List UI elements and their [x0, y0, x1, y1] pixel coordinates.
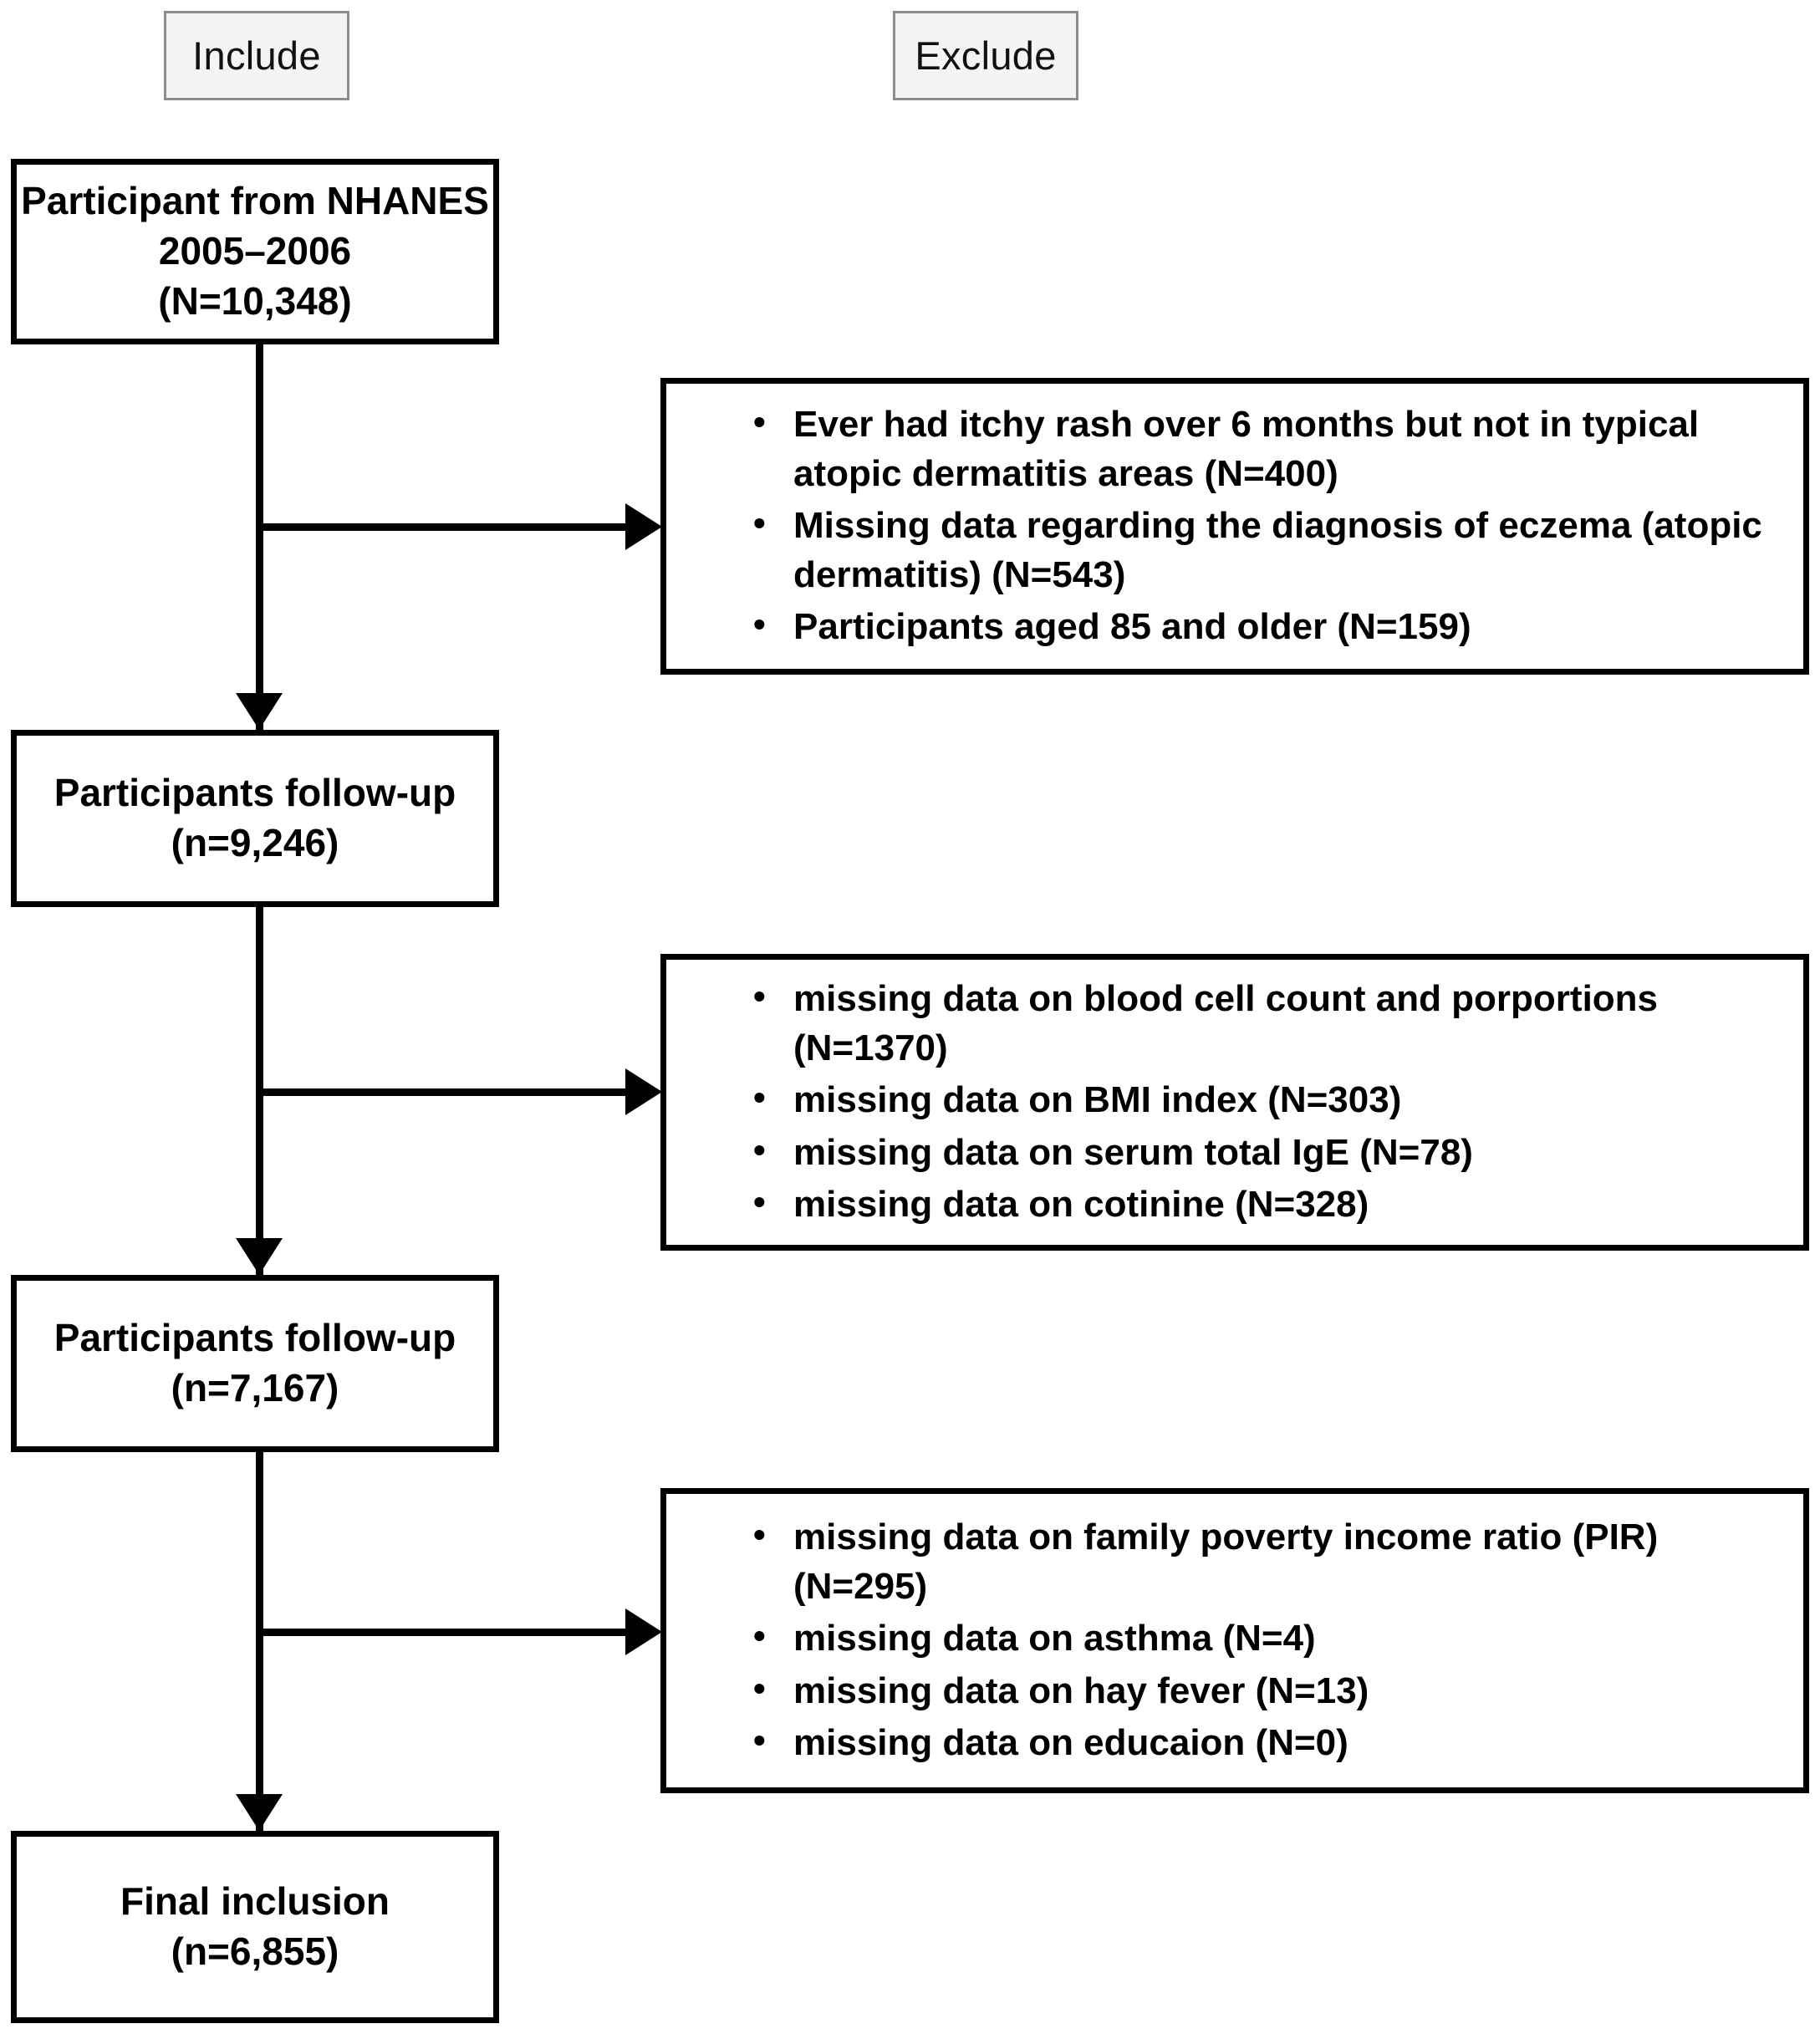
exclusion-item: Participants aged 85 and older (N=159) — [750, 601, 1775, 652]
exclusion-box-1: Ever had itchy rash over 6 months but no… — [660, 378, 1809, 675]
exclusion-list-1: Ever had itchy rash over 6 months but no… — [666, 399, 1803, 652]
flow-box-follow-up-1: Participants follow-up (n=9,246) — [11, 730, 499, 907]
connector-vertical-1 — [256, 344, 263, 733]
exclusion-item: missing data on serum total IgE (N=78) — [750, 1127, 1775, 1178]
connector-horizontal-2 — [256, 1088, 634, 1096]
legend-exclude-label: Exclude — [915, 33, 1057, 78]
legend-include-label: Include — [192, 33, 321, 78]
exclusion-list-3: missing data on family poverty income ra… — [666, 1511, 1803, 1768]
exclusion-item: missing data on blood cell count and por… — [750, 973, 1775, 1073]
flow-box-final-inclusion: Final inclusion (n=6,855) — [11, 1831, 499, 2023]
flow-box-follow-up-2-line-2: (n=7,167) — [171, 1366, 339, 1410]
exclusion-item: missing data on educaion (N=0) — [750, 1717, 1775, 1768]
exclusion-item: missing data on cotinine (N=328) — [750, 1179, 1775, 1230]
flow-box-final-inclusion-line-2: (n=6,855) — [171, 1929, 339, 1973]
flow-box-final-inclusion-line-1: Final inclusion — [120, 1879, 390, 1924]
flow-box-source: Participant from NHANES 2005–2006 (N=10,… — [11, 159, 499, 344]
exclusion-item: missing data on family poverty income ra… — [750, 1511, 1775, 1611]
arrow-down-icon-3 — [236, 1794, 283, 1831]
flow-box-follow-up-1-line-1: Participants follow-up — [54, 771, 456, 815]
connector-vertical-3 — [256, 1452, 263, 1834]
exclusion-item: Missing data regarding the diagnosis of … — [750, 500, 1775, 599]
connector-horizontal-3 — [256, 1629, 634, 1636]
arrow-right-icon-1 — [625, 503, 662, 550]
flow-box-follow-up-1-line-2: (n=9,246) — [171, 821, 339, 864]
arrow-down-icon-2 — [236, 1238, 283, 1275]
legend-exclude-chip: Exclude — [893, 11, 1078, 100]
exclusion-list-2: missing data on blood cell count and por… — [666, 973, 1803, 1230]
exclusion-item: missing data on asthma (N=4) — [750, 1613, 1775, 1664]
exclusion-item: missing data on hay fever (N=13) — [750, 1665, 1775, 1716]
connector-horizontal-1 — [256, 523, 634, 531]
exclusion-item: missing data on BMI index (N=303) — [750, 1074, 1775, 1125]
arrow-down-icon-1 — [236, 693, 283, 730]
arrow-right-icon-2 — [625, 1068, 662, 1115]
flow-box-follow-up-2: Participants follow-up (n=7,167) — [11, 1275, 499, 1452]
arrow-right-icon-3 — [625, 1608, 662, 1655]
exclusion-item: Ever had itchy rash over 6 months but no… — [750, 399, 1775, 498]
exclusion-box-3: missing data on family poverty income ra… — [660, 1488, 1809, 1793]
exclusion-box-2: missing data on blood cell count and por… — [660, 954, 1809, 1251]
legend-include-chip: Include — [164, 11, 349, 100]
flow-box-source-line-2: 2005–2006 — [158, 229, 352, 273]
flow-box-follow-up-2-line-1: Participants follow-up — [54, 1316, 456, 1360]
flow-box-source-line-1: Participant from NHANES — [21, 179, 489, 223]
flow-box-source-line-3: (N=10,348) — [158, 278, 352, 323]
